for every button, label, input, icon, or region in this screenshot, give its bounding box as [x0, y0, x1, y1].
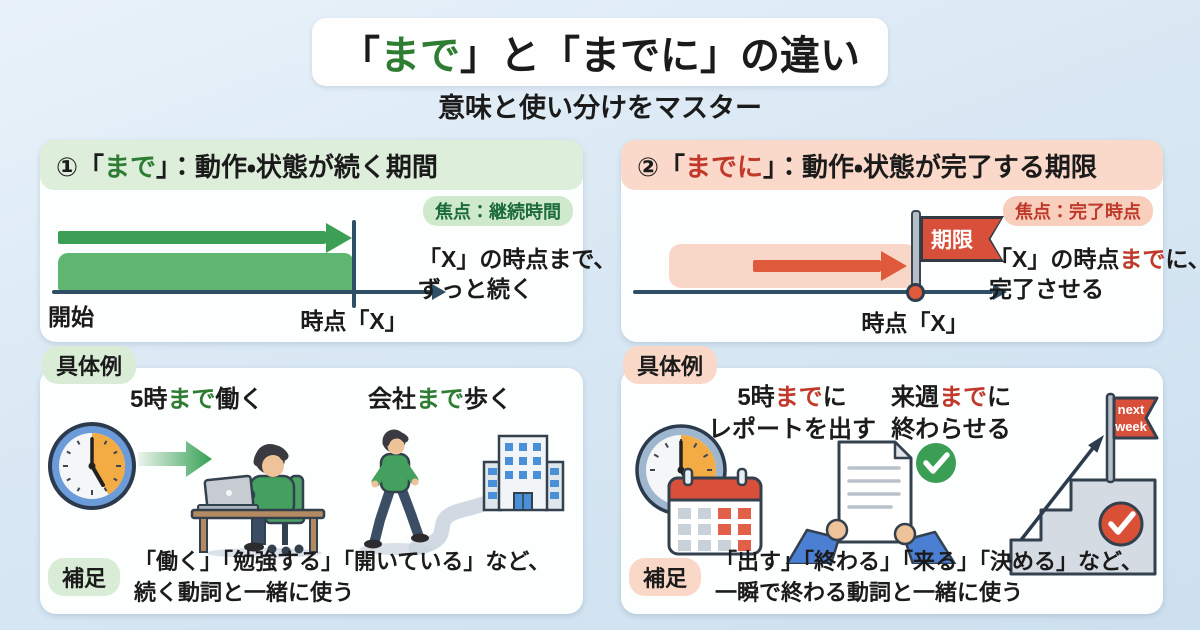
walk-scene-illustration: [360, 429, 565, 556]
supplement-line2: 続く動詞と一緒に使う: [134, 580, 355, 605]
work-scene-illustration: [48, 422, 326, 558]
clock-icon: [48, 422, 136, 510]
deadline-point-dot: [906, 283, 925, 302]
example-walk-caption: 会社まで歩く: [368, 384, 512, 416]
flag-text-line2: week: [1114, 419, 1148, 434]
caption-line2: レポートを出す: [708, 416, 876, 443]
point-x-label: 時点「X」: [300, 308, 408, 334]
made-note-line1: 「X」の時点まで、: [418, 246, 617, 272]
examples-madeni-panel: 具体例 5時までに レポートを出す 来週までに 終わらせる: [621, 346, 1163, 614]
duration-arrow-head-icon: [326, 223, 352, 253]
header-keyword: まで: [104, 151, 157, 182]
madeni-note-line2: 完了させる: [989, 276, 1104, 302]
title-rest: 」と「までに」の違い: [460, 34, 860, 78]
caption-post: 働く: [215, 386, 264, 413]
hands-icon: [785, 518, 957, 564]
example-report-caption: 5時までに レポートを出す: [699, 382, 885, 446]
supplement-badge: 補足: [629, 558, 702, 596]
caption-line2: 終わらせる: [891, 416, 1011, 443]
madeni-note-line1: 「X」の時点までに、: [989, 244, 1200, 274]
caption-keyword: まで: [774, 384, 823, 411]
example-finish-caption: 来週までに 終わらせる: [883, 382, 1019, 446]
example-work-caption: 5時まで働く: [130, 384, 263, 416]
walking-person-icon: [360, 429, 432, 555]
supplement-line2: 一瞬で終わる動詞と一緒に使う: [715, 580, 1024, 605]
working-person-icon: [190, 444, 326, 558]
panel-made-header: ①「まで」：動作・状態が続く期間: [40, 140, 583, 190]
title-open-quote: 「: [340, 34, 380, 78]
laptop-icon: [197, 474, 259, 512]
report-scene-illustration: [785, 440, 957, 564]
time-axis: [633, 290, 993, 294]
start-label: 開始: [48, 304, 94, 330]
header-pre: ②「: [637, 151, 686, 182]
header-keyword: までに: [685, 151, 764, 182]
deadline-arrow-head-icon: [881, 251, 907, 281]
duration-bar: [58, 253, 354, 290]
check-circle-icon: [1098, 501, 1144, 547]
caption-pre: 5時: [130, 386, 168, 413]
made-note-line2: ずっと続く: [418, 276, 533, 302]
header-post: 」：動作・状態が完了する期限: [763, 151, 1097, 182]
caption-line1: 5時までに: [699, 382, 885, 414]
speed-arrow-icon: [138, 441, 212, 477]
point-x-label: 時点「X」: [861, 310, 969, 336]
time-axis-arrow-icon: [993, 284, 1007, 300]
madeni-supplement-note: 「出す」「終わる」「来る」「決める」など、 一瞬で終わる動詞と一緒に使う: [715, 546, 1143, 608]
panel-made: ①「まで」：動作・状態が続く期間 焦点：継続時間 開始 時点「X」 「X」の時点…: [40, 140, 616, 342]
title-keyword-made: まで: [380, 34, 460, 78]
header-pre: ①「: [56, 151, 105, 182]
caption-post: に: [822, 384, 847, 411]
caption-keyword: まで: [416, 386, 464, 413]
panel-madeni: ②「までに」：動作・状態が完了する期限 焦点：完了時点 期限 時点「X」 「X」…: [621, 140, 1200, 342]
flag-pole: [911, 210, 921, 294]
flag-text-line1: next: [1118, 402, 1145, 417]
note-post: に、: [1165, 246, 1200, 272]
examples-badge: 具体例: [42, 346, 137, 384]
note-pre: 「X」の時点: [989, 246, 1120, 272]
calendar-icon: [667, 467, 763, 556]
deadline-flag-icon: 期限: [920, 216, 1004, 262]
caption-line1: 来週までに: [883, 382, 1019, 414]
caption-keyword: まで: [167, 386, 216, 413]
supplement-line1: 「出す」「終わる」「来る」「決める」など、: [715, 549, 1143, 574]
panel-madeni-header: ②「までに」：動作・状態が完了する期限: [621, 140, 1163, 190]
stairs-scene-illustration: next week: [1009, 392, 1159, 576]
deadline-flag-label: 期限: [923, 219, 1001, 259]
note-keyword: まで: [1119, 246, 1166, 272]
caption-pre: 会社: [368, 386, 416, 413]
caption-post: 歩く: [464, 386, 512, 413]
caption-post: に: [987, 384, 1011, 411]
examples-badge: 具体例: [623, 346, 718, 384]
caption-pre: 5時: [737, 384, 775, 411]
examples-made-panel: 具体例 5時まで働く 会社まで歩く: [40, 346, 583, 614]
duration-arrow-icon: [58, 231, 326, 244]
rising-arrow-icon: [1019, 435, 1104, 542]
madeni-note: 「X」の時点までに、 完了させる: [989, 244, 1200, 304]
building-icon: [482, 434, 565, 512]
focus-badge-completion: 焦点：完了時点: [1003, 196, 1153, 226]
made-note: 「X」の時点まで、 ずっと続く: [418, 244, 616, 304]
supplement-badge: 補足: [48, 558, 121, 596]
made-supplement-note: 「働く」「勉強する」「開いている」など、 続く動詞と一緒に使う: [134, 546, 550, 608]
desk-icon: [190, 508, 326, 553]
page-title: 「まで」と「までに」の違い: [312, 18, 888, 86]
caption-pre: 来週: [891, 384, 939, 411]
check-circle-icon: [916, 443, 956, 483]
header-post: 」：動作・状態が続く期間: [156, 151, 438, 182]
point-x-line: [352, 220, 356, 308]
supplement-line1: 「働く」「勉強する」「開いている」など、: [134, 549, 551, 574]
focus-badge-duration: 焦点：継続時間: [423, 196, 573, 226]
next-week-flag-icon: next week: [1112, 396, 1159, 440]
page-subtitle: 意味と使い分けをマスター: [438, 93, 762, 123]
time-axis-arrow-icon: [432, 284, 446, 300]
deadline-scene-illustration: [635, 424, 763, 556]
caption-keyword: まで: [939, 384, 987, 411]
deadline-arrow-icon: [753, 260, 881, 272]
time-axis: [52, 290, 432, 294]
